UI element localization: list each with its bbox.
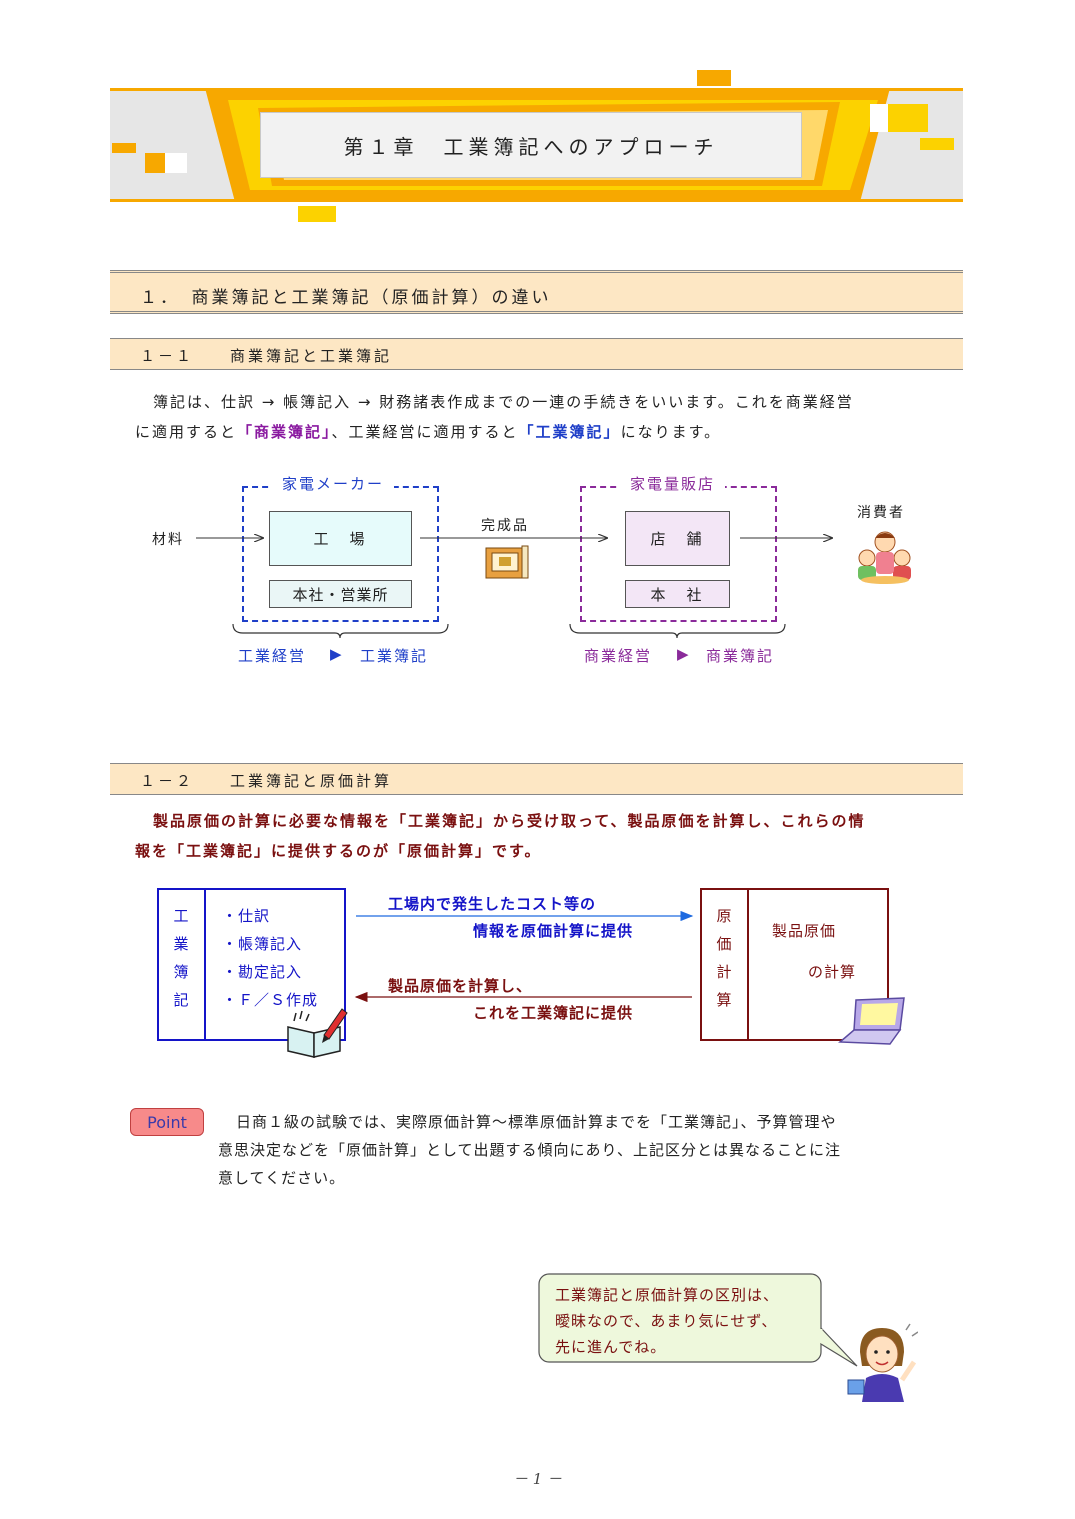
deco-square: [145, 153, 165, 173]
paragraph-line: に適用すると「商業簿記」、工業経営に適用すると「工業簿記」になります。: [135, 423, 722, 441]
speech-bubble-shape: [538, 1273, 858, 1367]
bubble-line: 曖昧なので、あまり気にせず、: [555, 1312, 778, 1330]
teacher-character-icon: [847, 1323, 918, 1402]
list-item: ・勘定記入: [222, 963, 303, 981]
deco-square: [112, 143, 136, 153]
industrial-bk-divider: [204, 888, 206, 1041]
info-arrows: [354, 910, 694, 1003]
list-item: ・帳簿記入: [222, 935, 303, 953]
store-box: 店 舗: [625, 511, 730, 566]
headoffice-sales-box: 本社・営業所: [269, 580, 412, 608]
maker-label: 家電メーカー: [272, 473, 395, 494]
bottom-arrow-text-2: これを工業簿記に提供: [473, 1004, 634, 1022]
commercial-mgmt-label: 商業経営: [584, 647, 653, 665]
top-arrow-text-1: 工場内で発生したコスト等の: [388, 895, 597, 913]
family-icon: [858, 531, 911, 584]
speech-bubble-text: 工業簿記と原価計算の区別は、 曖昧なので、あまり気にせず、 先に進んでね。: [555, 1282, 779, 1360]
retail-label: 家電量販店: [620, 473, 726, 494]
laptop-icon: [838, 997, 905, 1045]
cost-accounting-divider: [747, 888, 749, 1041]
point-line: 意思決定などを「原価計算」として出題する傾向にあり、上記区分とは異なることに注: [218, 1141, 841, 1159]
paragraph: 製品原価の計算に必要な情報を「工業簿記」から受け取って、製品原価を計算し、これら…: [135, 806, 965, 866]
material-label: 材料: [152, 532, 184, 548]
term-commercial-bookkeeping: 「商業簿記」: [237, 423, 332, 441]
list-item: ・Ｆ／Ｓ作成: [222, 991, 319, 1009]
bubble-line: 工業簿記と原価計算の区別は、: [555, 1286, 780, 1304]
calculation-label: の計算: [808, 963, 857, 981]
chapter-title: 第１章 工業簿記へのアプローチ: [343, 134, 719, 159]
finished-goods-label: 完成品: [481, 518, 529, 534]
industrial-bk-items: ・仕訳 ・帳簿記入 ・勘定記入 ・Ｆ／Ｓ作成: [222, 902, 318, 1014]
deco-square: [697, 70, 731, 86]
industrial-arrow-icon: ▶: [330, 645, 344, 663]
cost-accounting-box: [700, 888, 889, 1041]
term-industrial-bookkeeping: 「工業簿記」: [518, 423, 621, 441]
industrial-mgmt-label: 工業経営: [238, 647, 307, 665]
point-text: 日商１級の試験では、実際原価計算～標準原価計算までを「工業簿記」、予算管理や 意…: [218, 1108, 958, 1192]
paragraph-line: 製品原価の計算に必要な情報を「工業簿記」から受け取って、製品原価を計算し、これら…: [153, 812, 866, 830]
section-heading-bar: １． 商業簿記と工業簿記（原価計算）の違い: [110, 270, 963, 314]
commercial-arrow-icon: ▶: [677, 645, 691, 663]
consumer-label: 消費者: [857, 505, 905, 521]
deco-square: [888, 104, 928, 132]
bottom-arrow-text-1: 製品原価を計算し、: [388, 977, 533, 995]
flow-arrows: [196, 0, 1075, 639]
banner-title-box: 第１章 工業簿記へのアプローチ: [260, 112, 802, 178]
notebook-pen-icon: [287, 1008, 348, 1058]
commercial-bk-label: 商業簿記: [706, 647, 775, 665]
paragraph-line: 簿記は、仕訳 → 帳簿記入 → 財務諸表作成までの一連の手続きをいいます。これを…: [153, 393, 854, 411]
cost-accounting-vertical-title: 原価計算: [716, 907, 732, 1009]
industrial-bk-vertical-title: 工業簿記: [173, 907, 189, 1009]
point-line: 日商１級の試験では、実際原価計算～標準原価計算までを「工業簿記」、予算管理や: [236, 1113, 837, 1131]
deco-square: [165, 153, 187, 173]
subsection-heading: １－２ 工業簿記と原価計算: [140, 772, 393, 790]
paragraph-line: 報を「工業簿記」に提供するのが「原価計算」です。: [135, 842, 542, 860]
chapter-banner: 第１章 工業簿記へのアプローチ: [110, 88, 963, 202]
headoffice-box: 本 社: [625, 580, 730, 608]
deco-square: [870, 104, 888, 132]
paragraph: 簿記は、仕訳 → 帳簿記入 → 財務諸表作成までの一連の手続きをいいます。これを…: [135, 387, 965, 447]
product-box-icon: [485, 545, 529, 579]
point-line: 意してください。: [218, 1169, 346, 1187]
factory-box: 工 場: [269, 511, 412, 566]
top-arrow-text-2: 情報を原価計算に提供: [473, 922, 634, 940]
section-heading: １． 商業簿記と工業簿記（原価計算）の違い: [140, 288, 552, 308]
point-badge: Point: [130, 1108, 204, 1136]
industrial-bk-box: [157, 888, 346, 1041]
product-cost-label: 製品原価: [772, 922, 837, 940]
deco-square: [298, 206, 336, 222]
subsection-heading-bar: １－１ 商業簿記と工業簿記: [110, 338, 963, 370]
bubble-line: 先に進んでね。: [555, 1338, 667, 1356]
page-number: － 1 －: [512, 1470, 563, 1488]
subsection-heading-bar: １－２ 工業簿記と原価計算: [110, 763, 963, 795]
deco-square: [920, 138, 954, 150]
list-item: ・仕訳: [222, 907, 271, 925]
subsection-heading: １－１ 商業簿記と工業簿記: [140, 347, 393, 365]
industrial-bk-label: 工業簿記: [360, 647, 429, 665]
